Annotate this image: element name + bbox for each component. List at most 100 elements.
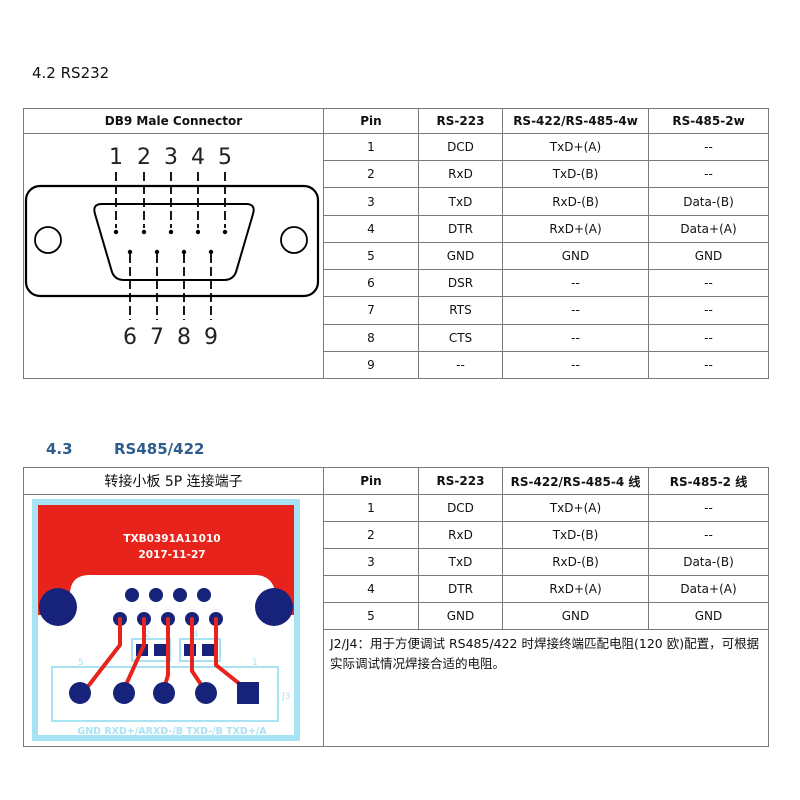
mounting-hole-left [34,226,62,254]
j3-label: J3 [281,692,290,702]
cell-rs485: Data+(A) [648,575,769,603]
cell-rs422: TxD+(A) [502,132,649,162]
cell-rs223: -- [418,350,503,380]
cell-rs422: GND [502,602,649,630]
mount-pad-left [39,588,77,626]
table-row: 9 -- -- -- [24,350,769,380]
header-pin: Pin [323,108,419,134]
cell-rs223: CTS [418,323,503,352]
cell-rs485: -- [648,494,769,522]
table-row: 2 RxD TxD-(B) -- [24,160,769,189]
cell-rs422: RxD-(B) [502,548,649,576]
section-title-rs232: 4.2 RS232 [32,64,110,82]
board-header: 转接小板 5P 连接端子 [23,467,324,495]
cell-rs485: -- [648,296,769,325]
cell-pin: 4 [323,214,419,243]
cell-pin: 5 [323,241,419,271]
header-rs223: RS-223 [418,467,503,495]
pin1-label: 1 [252,658,258,668]
cell-rs223: RTS [418,296,503,325]
header-rs422-4w: RS-422/RS-485-4w [502,108,649,134]
cell-pin: 6 [323,269,419,298]
j3-outline [51,666,279,722]
cell-rs422: -- [502,296,649,325]
db9-diagram-cell: 1 2 3 4 5 6 7 8 9 [23,133,324,379]
table-row: 7 RTS -- -- [24,296,769,325]
table-row: TXB0391A11010 2017-11-27 J2 J4 5 [23,494,769,747]
adapter-board-diagram: TXB0391A11010 2017-11-27 J2 J4 5 [32,499,300,741]
cell-rs422: TxD-(B) [502,521,649,549]
cell-pin: 8 [323,323,419,352]
cell-rs422: RxD+(A) [502,575,649,603]
cell-pin: 3 [323,548,419,576]
cell-rs485: GND [648,241,769,271]
cell-rs223: DCD [418,494,503,522]
cell-rs223: TxD [418,187,503,216]
cell-rs422: GND [502,241,649,271]
pin-number-7: 7 [150,325,164,350]
termination-note: J2/J4：用于方便调试 RS485/422 时焊接终端匹配电阻(120 欧)配… [323,629,769,747]
cell-pin: 2 [323,160,419,189]
cell-rs422: TxD-(B) [502,160,649,189]
cell-rs485: Data-(B) [648,187,769,216]
bottom-pin-lines [129,254,212,320]
section-number: 4.3 [46,440,73,458]
pin-number-4: 4 [191,145,205,170]
cell-rs223: DSR [418,269,503,298]
cell-rs485: Data+(A) [648,214,769,243]
pin5-label: 5 [78,658,84,668]
table-row: 1 2 3 4 5 6 7 8 9 1 DCD TxD+(A) -- [23,132,769,379]
pin-number-3: 3 [164,145,178,170]
cell-rs485: -- [648,132,769,162]
top-pads [113,588,223,626]
table-row: 3 TxD RxD-(B) Data-(B) [24,548,769,576]
cell-rs422: RxD-(B) [502,187,649,216]
cell-pin: 2 [323,521,419,549]
board-model-label: TXB0391A11010 [123,533,220,545]
cell-pin: 7 [323,296,419,325]
cell-rs485: -- [648,160,769,189]
cell-pin: 4 [323,575,419,603]
cell-rs223: RxD [418,521,503,549]
cell-rs223: TxD [418,548,503,576]
cell-rs485: -- [648,350,769,380]
header-pin: Pin [323,467,419,495]
db9-d-shape [93,203,255,281]
cell-pin: 1 [323,132,419,162]
table-row: 6 DSR -- -- [24,269,769,298]
j3-pads [69,682,259,704]
board-date-label: 2017-11-27 [138,549,205,561]
mounting-hole-right [280,226,308,254]
db9-header: DB9 Male Connector [23,108,324,134]
cell-rs223: DTR [418,214,503,243]
cell-rs485: -- [648,521,769,549]
cell-rs485: -- [648,269,769,298]
j4-box [179,638,221,662]
pin-number-5: 5 [218,145,232,170]
table-row: 4 DTR RxD+(A) Data+(A) [24,214,769,243]
pin-number-9: 9 [204,325,218,350]
pin-number-2: 2 [137,145,151,170]
cell-rs422: TxD+(A) [502,494,649,522]
cell-rs485: -- [648,323,769,352]
header-rs485-2line: RS-485-2 线 [648,467,769,495]
cell-rs422: RxD+(A) [502,214,649,243]
header-rs422-4line: RS-422/RS-485-4 线 [502,467,649,495]
header-rs485-2w: RS-485-2w [648,108,769,134]
pin-number-6: 6 [123,325,137,350]
table-row: 4 DTR RxD+(A) Data+(A) [24,575,769,603]
cell-pin: 3 [323,187,419,216]
cell-rs223: GND [418,241,503,271]
board-diagram-cell: TXB0391A11010 2017-11-27 J2 J4 5 [23,494,324,747]
rs232-pin-table: DB9 Male Connector Pin RS-223 RS-422/RS-… [23,108,769,380]
cell-pin: 9 [323,350,419,380]
cell-rs223: DTR [418,575,503,603]
db9-shell [24,184,320,298]
table-row: 3 TxD RxD-(B) Data-(B) [24,187,769,216]
rs485-pin-table: 转接小板 5P 连接端子 Pin RS-223 RS-422/RS-485-4 … [23,467,769,747]
table-row: 5 GND GND GND [24,241,769,271]
cell-rs422: -- [502,350,649,380]
db9-connector-diagram: 1 2 3 4 5 6 7 8 9 [24,145,320,350]
cell-pin: 1 [323,494,419,522]
cell-rs422: -- [502,269,649,298]
